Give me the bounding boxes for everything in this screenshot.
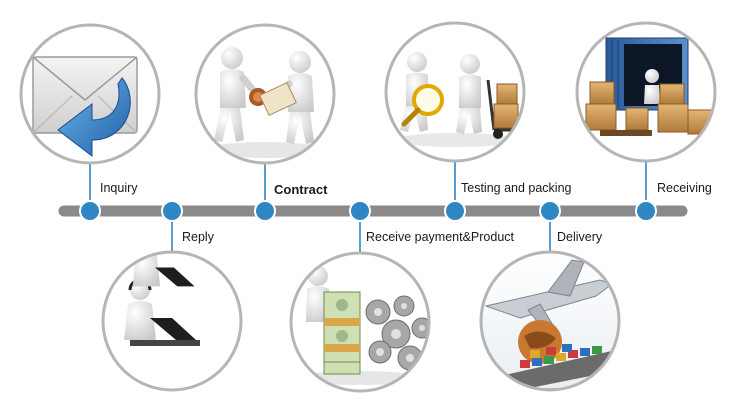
signing-contract-icon [194,23,336,165]
delivery-plane-ship-icon [479,250,621,392]
container-boxes-icon [575,21,717,163]
label-inquiry: Inquiry [100,181,138,195]
label-receive-payment: Receive payment&Product [366,230,514,244]
label-reply: Reply [182,230,214,244]
testing-packing-icon [384,21,526,163]
label-contract: Contract [274,182,328,197]
label-testing-packing: Testing and packing [461,181,572,195]
node-inquiry [79,200,101,222]
node-contract [254,200,276,222]
node-receiving [635,200,657,222]
envelope-reply-icon [19,23,161,165]
label-delivery: Delivery [557,230,603,244]
node-delivery [539,200,561,222]
label-receiving: Receiving [657,181,712,195]
timeline-nodes [79,200,657,222]
node-receive-payment [349,200,371,222]
node-testing [444,200,466,222]
node-reply [161,200,183,222]
call-center-icon [101,250,243,392]
money-gears-icon [289,251,431,393]
